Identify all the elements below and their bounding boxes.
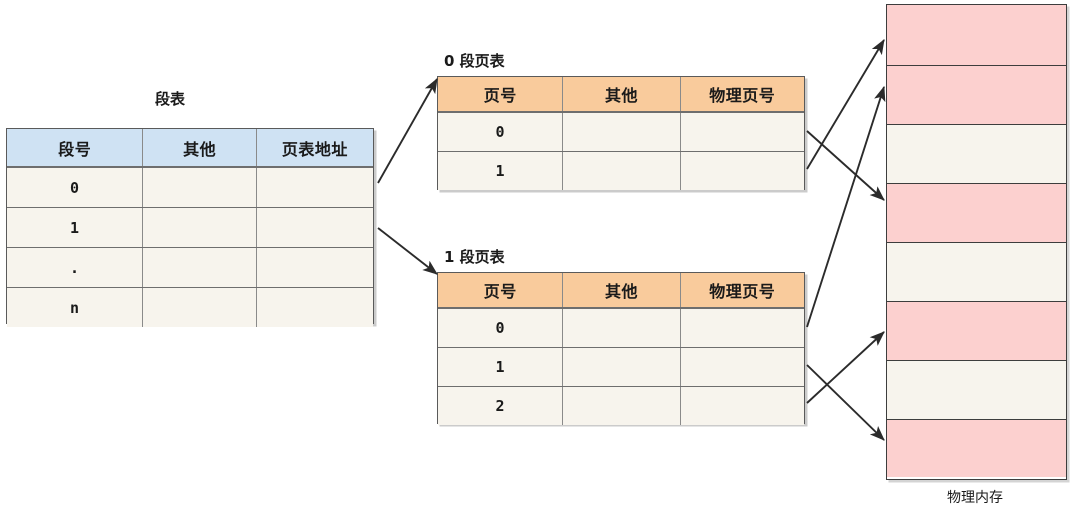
page-table-1-cell-other [562, 387, 680, 425]
page-table-0-row-1[interactable]: 1 [438, 151, 804, 190]
segment-table-cell-other [142, 168, 256, 207]
page-table-1-cell-frame-number [679, 309, 804, 347]
arrow-pt0r1-to-mem0 [806, 39, 885, 170]
page-table-0-cell-frame-number [679, 113, 804, 151]
arrow-pt0r0-to-mem3 [806, 130, 885, 201]
segment-table-cell-index: n [7, 288, 143, 327]
page-table-0-cell-page-number: 1 [438, 152, 563, 190]
page-table-1-cell-other [562, 309, 680, 347]
page-table-1-cell-page-number: 1 [438, 348, 563, 386]
memory-block-6[interactable] [887, 360, 1066, 419]
page-table-1-row-1[interactable]: 1 [438, 347, 804, 386]
segment-table-row-3[interactable]: n [7, 287, 373, 327]
segment-table-cell-other [142, 248, 256, 287]
segment-table-row-1[interactable]: 1 [7, 207, 373, 247]
arrow-pt1r1-to-mem7 [806, 364, 885, 441]
page-table-0-cell-other [562, 152, 680, 190]
page-table-1-cell-page-number: 0 [438, 309, 563, 347]
segment-table-row-0[interactable]: 0 [7, 167, 373, 207]
arrow-seg0-to-pagetable0 [377, 78, 438, 184]
page-table-1-row-0[interactable]: 0 [438, 308, 804, 347]
segment-table-cell-pagetable-addr [255, 208, 373, 247]
memory-block-2[interactable] [887, 124, 1066, 183]
segment-table-row-2[interactable]: . [7, 247, 373, 287]
segment-table-cell-other [142, 208, 256, 247]
page-table-0-cell-page-number: 0 [438, 113, 563, 151]
physical-memory-label: 物理内存 [947, 490, 1003, 506]
arrow-pt1r2-to-mem5 [806, 331, 885, 404]
segment-table: 段号 其他 页表地址 0 1 . n [6, 128, 374, 327]
page-table-1: 页号 其他 物理页号 0 1 2 [437, 272, 805, 425]
page-table-1-title: 1 段页表 [444, 248, 505, 266]
page-table-1-header-row: 页号 其他 物理页号 [438, 273, 804, 308]
page-table-0-row-0[interactable]: 0 [438, 112, 804, 151]
segment-table-cell-pagetable-addr [255, 248, 373, 287]
memory-block-5[interactable] [887, 301, 1066, 360]
memory-block-7[interactable] [887, 419, 1066, 477]
page-table-0-header-yehao: 页号 [438, 77, 563, 111]
page-table-0-header-wuliyehao: 物理页号 [679, 77, 804, 111]
segment-table-title: 段表 [155, 90, 186, 108]
page-table-0-cell-frame-number [679, 152, 804, 190]
page-table-1-header-qita: 其他 [562, 273, 680, 307]
page-table-1-row-2[interactable]: 2 [438, 386, 804, 425]
segment-table-cell-other [142, 288, 256, 327]
page-table-0-header-row: 页号 其他 物理页号 [438, 77, 804, 112]
segment-table-cell-index: 1 [7, 208, 143, 247]
page-table-1-cell-page-number: 2 [438, 387, 563, 425]
page-table-0: 页号 其他 物理页号 0 1 [437, 76, 805, 190]
memory-block-1[interactable] [887, 65, 1066, 124]
page-table-0-title: 0 段页表 [444, 52, 505, 70]
memory-block-3[interactable] [887, 183, 1066, 242]
segment-table-cell-index: 0 [7, 168, 143, 207]
arrow-seg1-to-pagetable1 [377, 227, 438, 275]
page-table-1-cell-other [562, 348, 680, 386]
page-table-1-cell-frame-number [679, 387, 804, 425]
page-table-1-header-wuliyehao: 物理页号 [679, 273, 804, 307]
segment-table-header-yebiaodizhi: 页表地址 [255, 129, 373, 166]
segment-table-cell-pagetable-addr [255, 168, 373, 207]
page-table-1-header-yehao: 页号 [438, 273, 563, 307]
segment-table-header-qita: 其他 [142, 129, 256, 166]
segment-table-cell-pagetable-addr [255, 288, 373, 327]
page-table-1-cell-frame-number [679, 348, 804, 386]
arrow-pt1r0-to-mem1 [806, 85, 886, 328]
segment-table-header-row: 段号 其他 页表地址 [7, 129, 373, 167]
memory-block-4[interactable] [887, 242, 1066, 301]
page-table-0-header-qita: 其他 [562, 77, 680, 111]
physical-memory [886, 4, 1067, 480]
page-table-0-cell-other [562, 113, 680, 151]
segment-table-cell-index: . [7, 248, 143, 287]
memory-block-0[interactable] [887, 5, 1066, 65]
segment-table-header-duanhao: 段号 [7, 129, 143, 166]
